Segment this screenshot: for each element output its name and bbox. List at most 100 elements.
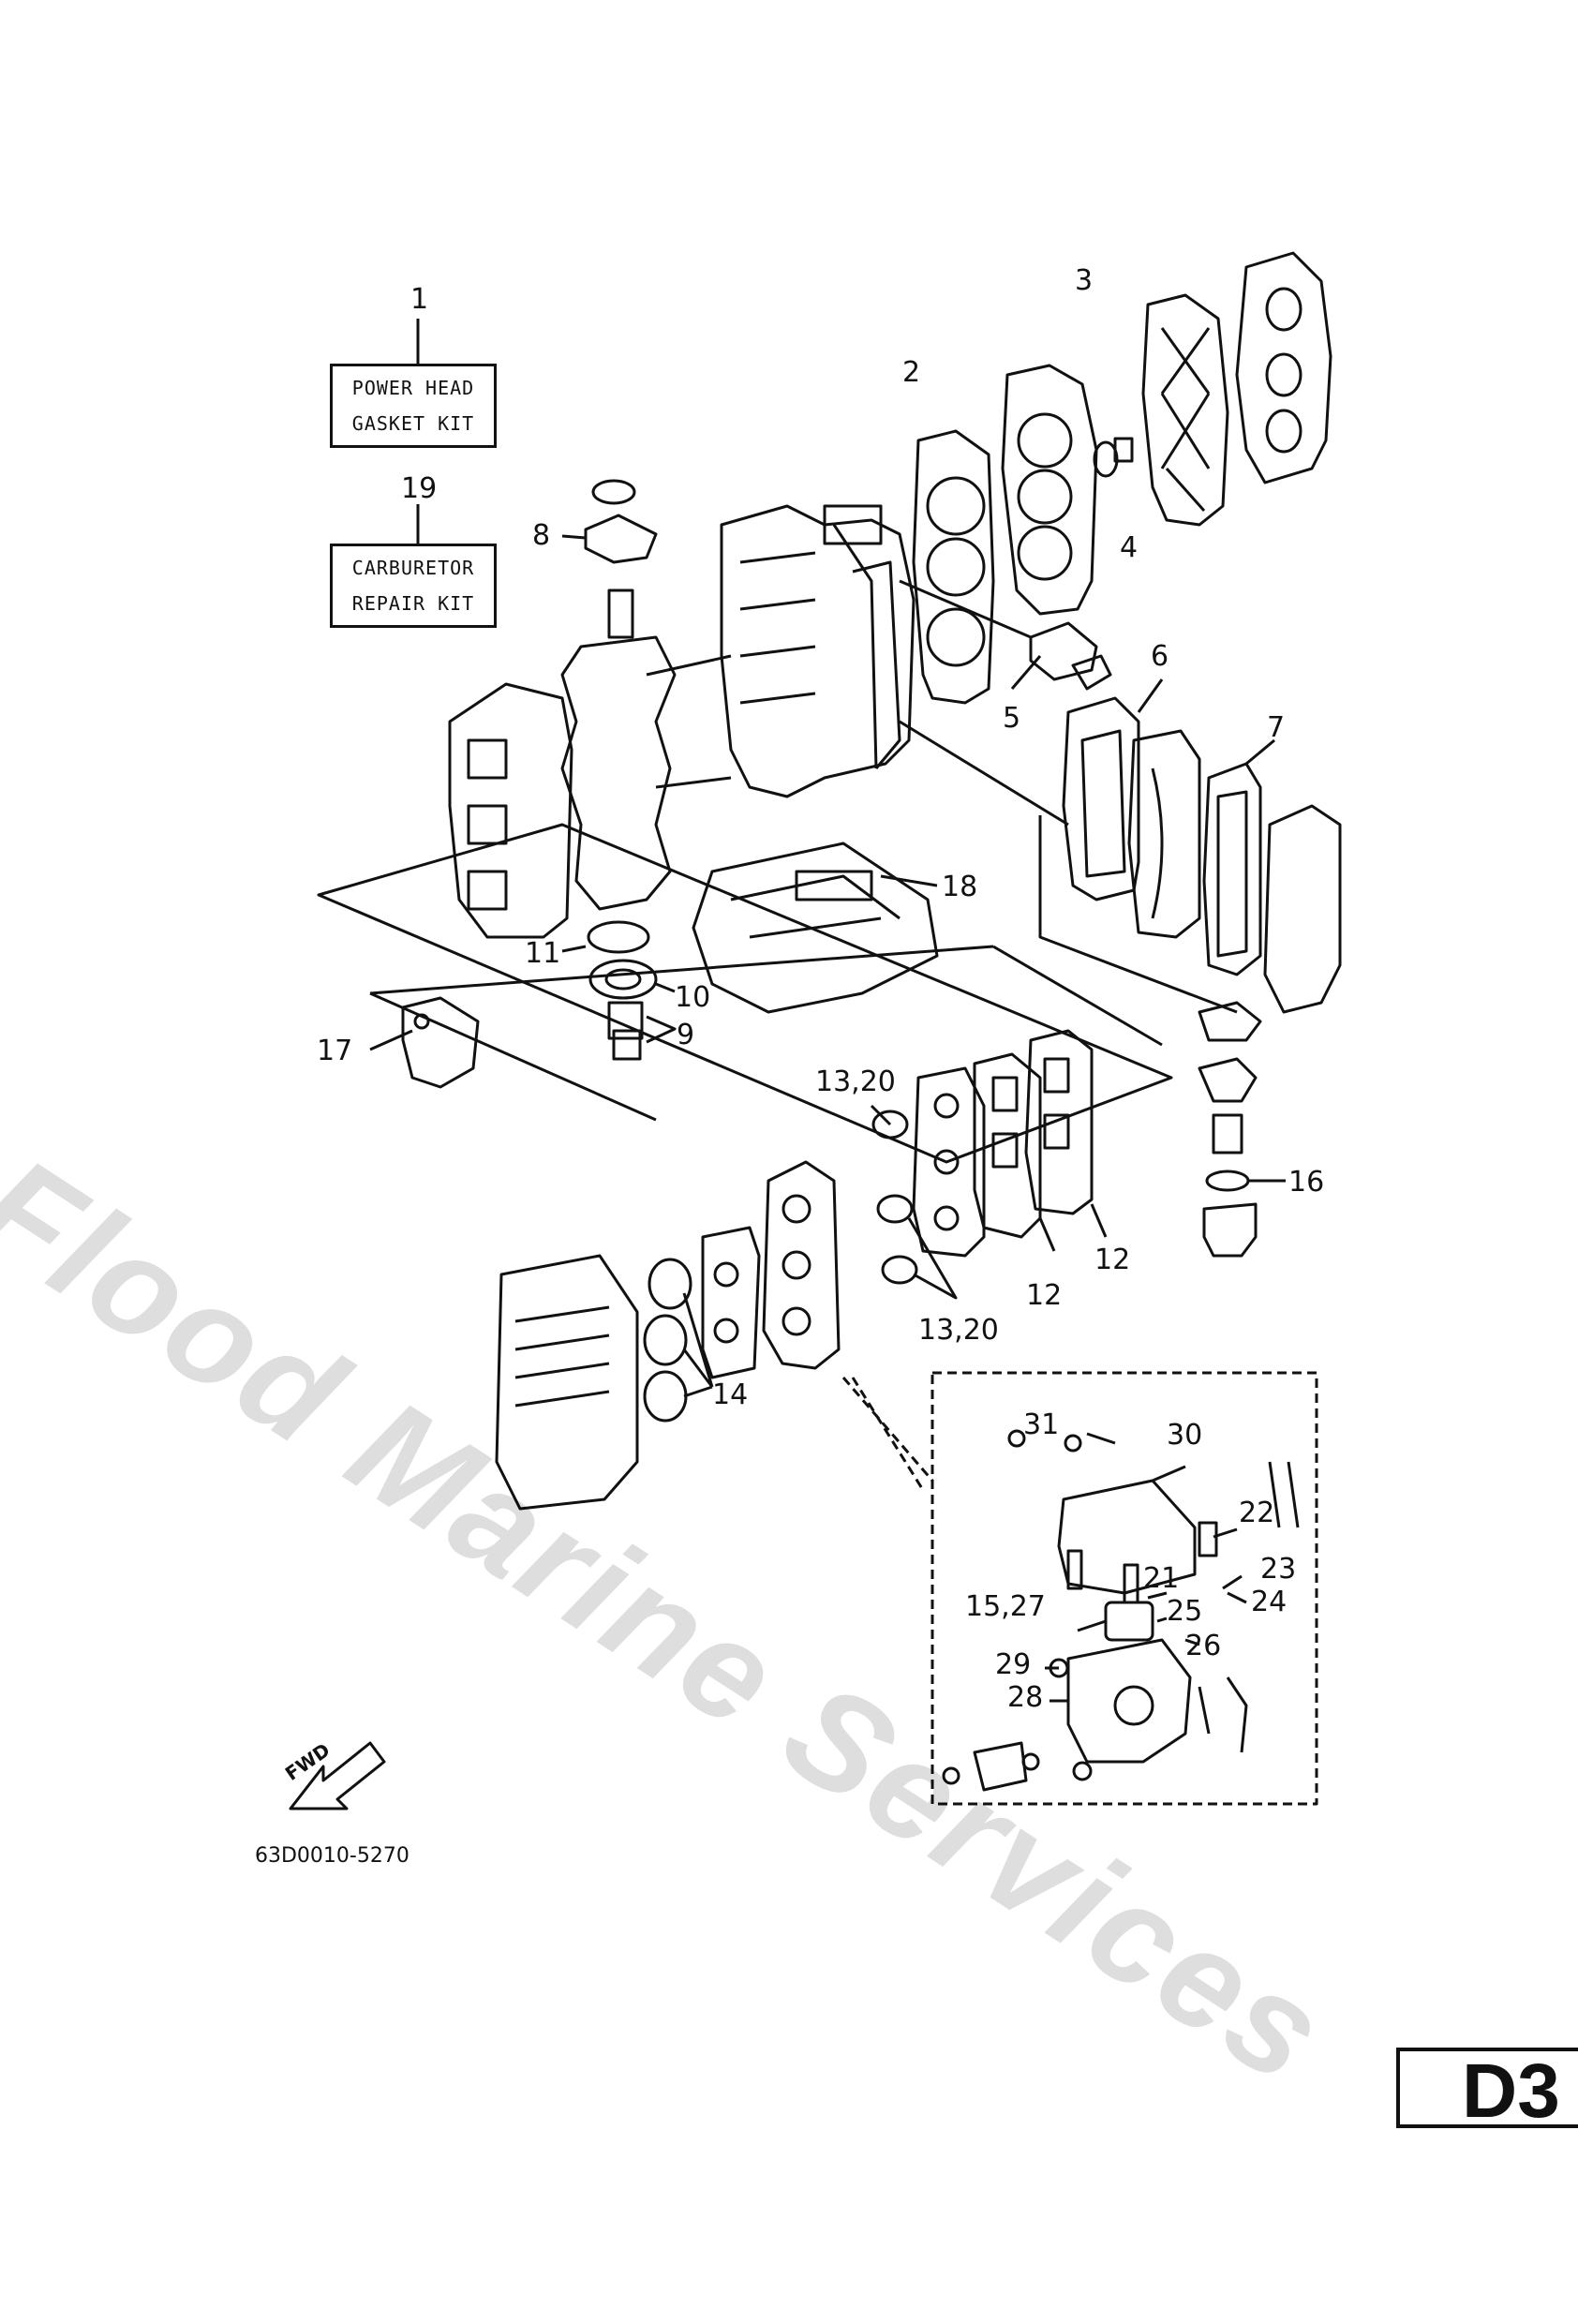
leader-line [369, 1029, 413, 1051]
callout-31: 31 [1023, 1408, 1060, 1441]
kit-label-line: POWER HEAD [351, 377, 475, 399]
exhaust-cover-gasket-part [1202, 762, 1262, 976]
carburetor-body-part [1057, 1479, 1197, 1764]
water-cover-part [401, 996, 480, 1089]
callout-25: 25 [1167, 1595, 1203, 1628]
leader-line [1222, 1574, 1243, 1590]
callout-24: 24 [1251, 1586, 1288, 1618]
carb-link-part [973, 1676, 1248, 1792]
gasket-part [643, 1370, 688, 1423]
callout-17: 17 [317, 1035, 353, 1067]
reed-gasket-part [973, 1052, 1042, 1239]
leader-line [655, 982, 676, 993]
carb-jet-part [1066, 1521, 1218, 1590]
callout-26: 26 [1185, 1630, 1222, 1662]
callout-6: 6 [1151, 640, 1169, 673]
callout-13-20-bottom: 13,20 [918, 1314, 999, 1347]
callout-18: 18 [942, 871, 978, 903]
leader-line [1156, 1616, 1168, 1623]
air-silencer-part [495, 1254, 639, 1511]
seal-part [588, 959, 658, 1000]
callout-10: 10 [675, 981, 711, 1014]
guide-line [1038, 815, 1238, 1014]
o-ring-part [587, 920, 650, 954]
leader-line [1147, 1591, 1168, 1600]
reed-gasket-2-part [1024, 1029, 1094, 1215]
callout-12a: 12 [1094, 1244, 1131, 1276]
float-chamber-part [1104, 1601, 1154, 1642]
reed-valve-part [912, 1066, 986, 1258]
callout-7: 7 [1267, 711, 1286, 744]
diagram-id: 63D0010-5270 [255, 1844, 409, 1868]
callout-3: 3 [1075, 264, 1094, 297]
intake-manifold-part [448, 682, 573, 939]
kit-label-line: CARBURETOR [351, 557, 475, 579]
page-code: D3 [1396, 2048, 1578, 2132]
callout-9: 9 [677, 1019, 695, 1051]
fuel-filter-part [1198, 1001, 1262, 1258]
leader-line [561, 945, 587, 953]
fuel-hose-part [1268, 1461, 1300, 1528]
carburetor-repair-kit-label: CARBURETOR REPAIR KIT [321, 544, 497, 636]
exhaust-guide-part [692, 842, 939, 1014]
callout-11: 11 [525, 937, 561, 970]
callout-29: 29 [995, 1648, 1032, 1681]
kit-label-line: REPAIR KIT [351, 592, 475, 615]
group-outline [369, 945, 994, 995]
guide-line [899, 579, 1032, 639]
o-ring-part [881, 1255, 918, 1285]
leader-line [682, 1292, 714, 1398]
callout-16: 16 [1288, 1166, 1325, 1199]
leader-line [1010, 655, 1042, 690]
crankshaft-part [560, 588, 732, 911]
guide-line [899, 720, 1069, 827]
head-gasket-part [912, 429, 995, 705]
carburetor-group-outline [930, 1371, 1318, 1806]
callout-21: 21 [1143, 1562, 1180, 1595]
leader-line [1090, 1203, 1108, 1238]
gasket-part [643, 1314, 688, 1366]
bushing-part [607, 1001, 644, 1061]
exhaust-gasket-part [1062, 696, 1140, 901]
callout-14: 14 [712, 1378, 749, 1411]
callout-22: 22 [1239, 1497, 1275, 1529]
callout-kit-1: 1 [410, 283, 429, 316]
callout-13-20-top: 13,20 [815, 1065, 896, 1098]
intake-manifold-cover-part [762, 1160, 841, 1370]
leader-line [870, 1104, 892, 1126]
intake-gasket-part [701, 1226, 761, 1379]
callout-kit-19: 19 [401, 472, 438, 505]
leader-line [561, 534, 587, 540]
fwd-arrow-icon [289, 1741, 386, 1810]
thermostat-cover-part [1029, 621, 1112, 691]
callout-28: 28 [1007, 1681, 1044, 1714]
inner-exhaust-cover-part [1127, 729, 1201, 939]
callout-30: 30 [1167, 1419, 1203, 1452]
leader-line [1077, 1619, 1107, 1632]
cylinder-head-part [1001, 364, 1098, 616]
o-ring-part [876, 1194, 914, 1224]
head-cover-gasket-part [1141, 293, 1229, 527]
cylinder-head-cover-part [1235, 251, 1332, 484]
leader-line [1086, 1432, 1116, 1445]
leader-line [1137, 678, 1164, 713]
kit-label-line: GASKET KIT [351, 412, 475, 435]
anode-part [1093, 437, 1134, 478]
cylinder-block-part [720, 504, 916, 798]
o-ring-part [871, 1110, 909, 1140]
group-outline [369, 945, 1163, 1122]
callout-15-27: 15,27 [965, 1590, 1046, 1623]
leader-line [1184, 1638, 1200, 1646]
callout-5: 5 [1003, 702, 1021, 735]
leader-line [1152, 1465, 1186, 1482]
gasket-part [648, 1258, 692, 1310]
leader-line [1213, 1527, 1238, 1539]
leader-line [1227, 1591, 1247, 1604]
group-outline [317, 823, 1173, 1164]
power-head-gasket-kit-label: POWER HEAD GASKET KIT [321, 364, 497, 456]
callout-8: 8 [532, 519, 551, 552]
leader-line [880, 874, 938, 887]
leader-line [1245, 738, 1275, 766]
guide-line [841, 1377, 934, 1491]
